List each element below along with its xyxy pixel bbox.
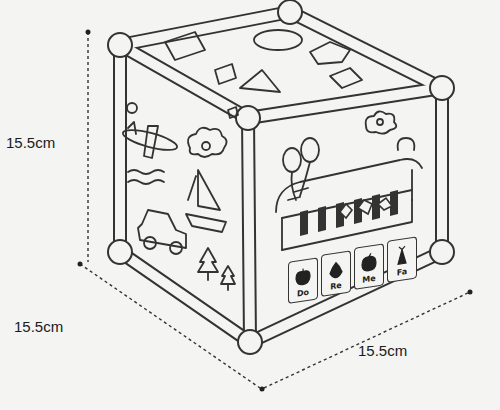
frame-edge-fill [437,88,447,252]
corner-cap [108,240,132,264]
key-tile: Do [288,257,318,304]
frame-edge [113,45,127,252]
fruit-icon [393,244,411,267]
note-label: Do [297,288,309,299]
dimension-label: 15.5cm [14,318,63,335]
key-tile: Re [321,250,351,297]
dimension-dots [78,30,473,392]
frame-edge [120,12,290,45]
corner-cap [430,76,454,100]
dimension-lines [80,32,470,388]
frame-edge-fill [290,12,442,88]
corner-cap [236,106,260,130]
piano-icons [340,198,392,218]
frame-edge-fill [115,45,125,252]
frame-edge-fill [120,252,250,342]
cube-frame [108,0,454,354]
corner-cap [108,33,132,57]
note-label: Me [362,274,375,285]
frame-edge [435,88,449,252]
frame-edge-fill [120,45,248,118]
fruit-icon [360,251,378,274]
note-label: Fa [397,267,407,278]
dimension-label: 15.5cm [358,342,407,359]
frame-edge [290,12,442,88]
frame-edge-fill [120,12,290,45]
frame-edge [248,118,250,342]
note-label: Re [330,281,342,292]
fruit-icon [327,258,345,281]
corner-cap [238,330,262,354]
cube-details [121,30,422,290]
corner-cap [278,0,302,24]
piano-black-keys [300,190,398,236]
fruit-icon [294,265,312,288]
key-tile: Fa [387,236,417,283]
frame-edge [120,252,250,342]
frame-edge-fill [248,118,250,342]
key-tile: Me [354,243,384,290]
frame-edge [120,45,248,118]
corner-cap [430,240,454,264]
dimension-label: 15.5cm [6,134,55,151]
